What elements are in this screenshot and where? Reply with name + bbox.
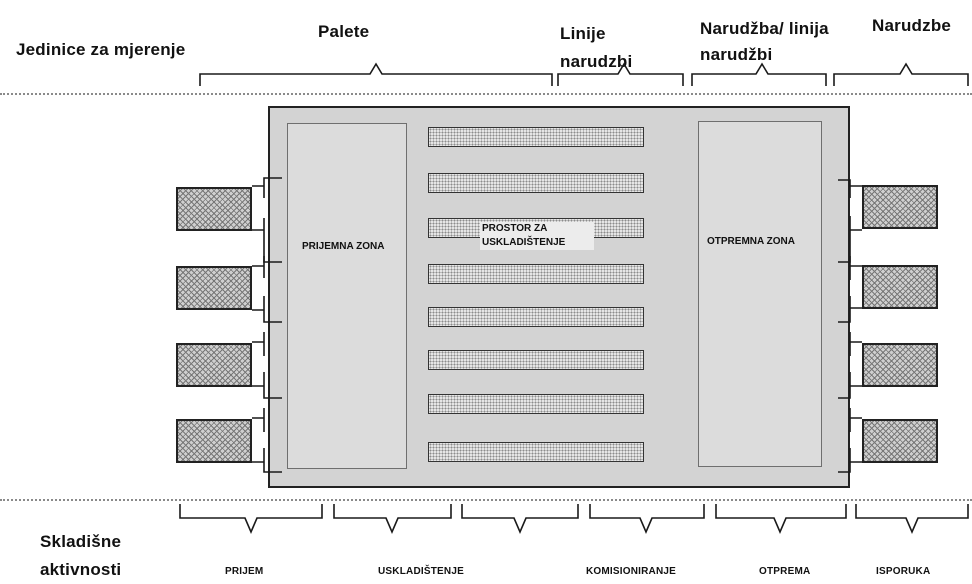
bottom-divider-line xyxy=(0,499,972,501)
storage-area-label: PROSTOR ZA USKLADIŠTENJE xyxy=(480,222,594,250)
activity-storage-label: USKLADIŠTENJE xyxy=(378,566,464,577)
receiving-dock xyxy=(176,266,252,310)
storage-rack xyxy=(428,173,644,193)
brace-storage-2 xyxy=(461,504,579,535)
activity-shipping-label: OTPREMA xyxy=(759,566,811,577)
units-of-measure-label: Jedinice za mjerenje xyxy=(16,40,186,59)
brace-order-lines xyxy=(557,62,684,86)
receiving-dock xyxy=(176,419,252,463)
storage-rack xyxy=(428,442,644,462)
warehouse-activities-label: Skladišne aktivnosti xyxy=(40,532,122,579)
storage-rack xyxy=(428,264,644,284)
brace-pallets xyxy=(199,62,553,86)
shipping-zone-label: OTPREMNA ZONA xyxy=(707,236,795,247)
brace-storage-1 xyxy=(333,504,452,535)
shipping-dock xyxy=(862,343,938,387)
shipping-dock xyxy=(862,265,938,309)
top-divider-line xyxy=(0,93,972,95)
brace-order-per-line xyxy=(691,62,827,86)
storage-rack xyxy=(428,127,644,147)
level-order-per-line-label: Narudžba/ linija narudžbi xyxy=(700,19,829,64)
level-orders-label: Narudzbe xyxy=(872,16,952,35)
receiving-dock xyxy=(176,343,252,387)
receiving-dock xyxy=(176,187,252,231)
storage-rack xyxy=(428,350,644,370)
shipping-dock xyxy=(862,185,938,229)
brace-receiving xyxy=(179,504,323,535)
receiving-zone xyxy=(287,123,407,469)
receiving-zone-label: PRIJEMNA ZONA xyxy=(302,241,385,252)
level-pallets-label: Palete xyxy=(318,22,370,41)
shipping-zone xyxy=(698,121,822,467)
brace-shipping xyxy=(715,504,847,535)
brace-picking xyxy=(589,504,705,535)
storage-rack xyxy=(428,394,644,414)
level-order-lines-label: Linije narudzbi xyxy=(560,24,633,71)
brace-orders xyxy=(833,62,969,86)
storage-rack xyxy=(428,307,644,327)
activity-delivery-label: ISPORUKA xyxy=(876,566,931,577)
activity-receiving-label: PRIJEM xyxy=(225,566,264,577)
brace-delivery xyxy=(855,504,969,535)
activity-picking-label: KOMISIONIRANJE xyxy=(586,566,677,577)
shipping-dock xyxy=(862,419,938,463)
